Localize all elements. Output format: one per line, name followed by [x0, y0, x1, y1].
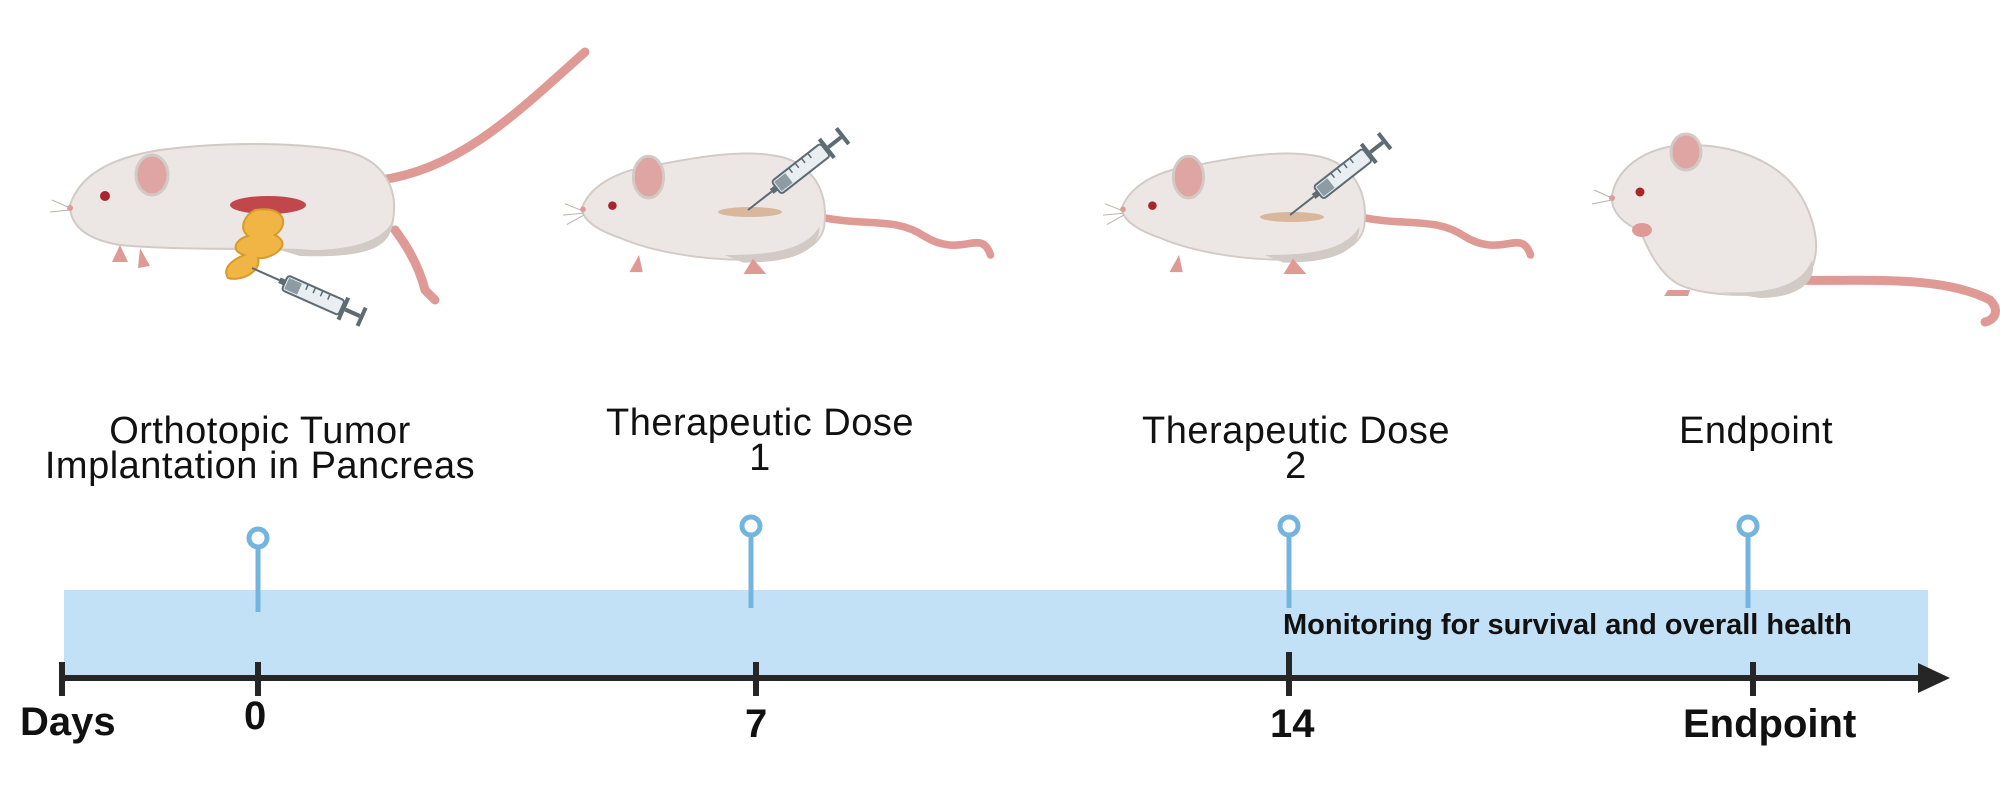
spleen-organ	[230, 196, 306, 214]
mouse-with-syringe-injection-icon	[563, 123, 991, 274]
sitting-mouse-icon	[1591, 132, 2000, 327]
axis-title-days: Days	[20, 700, 116, 744]
event-label-endpoint: Endpoint	[1586, 410, 1926, 452]
tick-label-7: 7	[745, 702, 768, 746]
marker-day-7	[739, 514, 763, 608]
mouse-with-syringe-injection-icon	[1103, 128, 1531, 274]
event-label-tumor-implantation: Orthotopic Tumor Implantation in Pancrea…	[20, 410, 500, 487]
mouse-with-pancreas-tumor-and-syringe-icon	[49, 47, 590, 331]
marker-endpoint	[1736, 514, 1760, 608]
event-label-line2: Implantation in Pancreas	[44, 445, 476, 487]
event-label-dose-2: Therapeutic Dose 2	[1096, 410, 1496, 487]
axis-arrowhead	[1918, 663, 1950, 693]
tick-label-endpoint: Endpoint	[1683, 702, 1857, 746]
marker-day-0	[246, 526, 270, 612]
event-label-line1: Endpoint	[1678, 410, 1833, 452]
event-label-line1: Therapeutic Dose	[606, 402, 914, 444]
event-label-line1: Therapeutic Dose	[1142, 410, 1450, 452]
pancreas-tumor	[225, 208, 285, 280]
time-axis	[59, 652, 1950, 696]
monitoring-band	[64, 590, 1928, 676]
event-label-dose-1: Therapeutic Dose 1	[560, 402, 960, 479]
event-label-line2: 1	[749, 437, 771, 479]
tick-label-14: 14	[1270, 702, 1315, 746]
marker-day-14	[1277, 514, 1301, 608]
monitoring-label: Monitoring for survival and overall heal…	[1283, 609, 1852, 641]
tick-label-0: 0	[244, 694, 267, 738]
event-label-line2: 2	[1285, 445, 1307, 487]
event-label-line1: Orthotopic Tumor	[109, 410, 411, 452]
